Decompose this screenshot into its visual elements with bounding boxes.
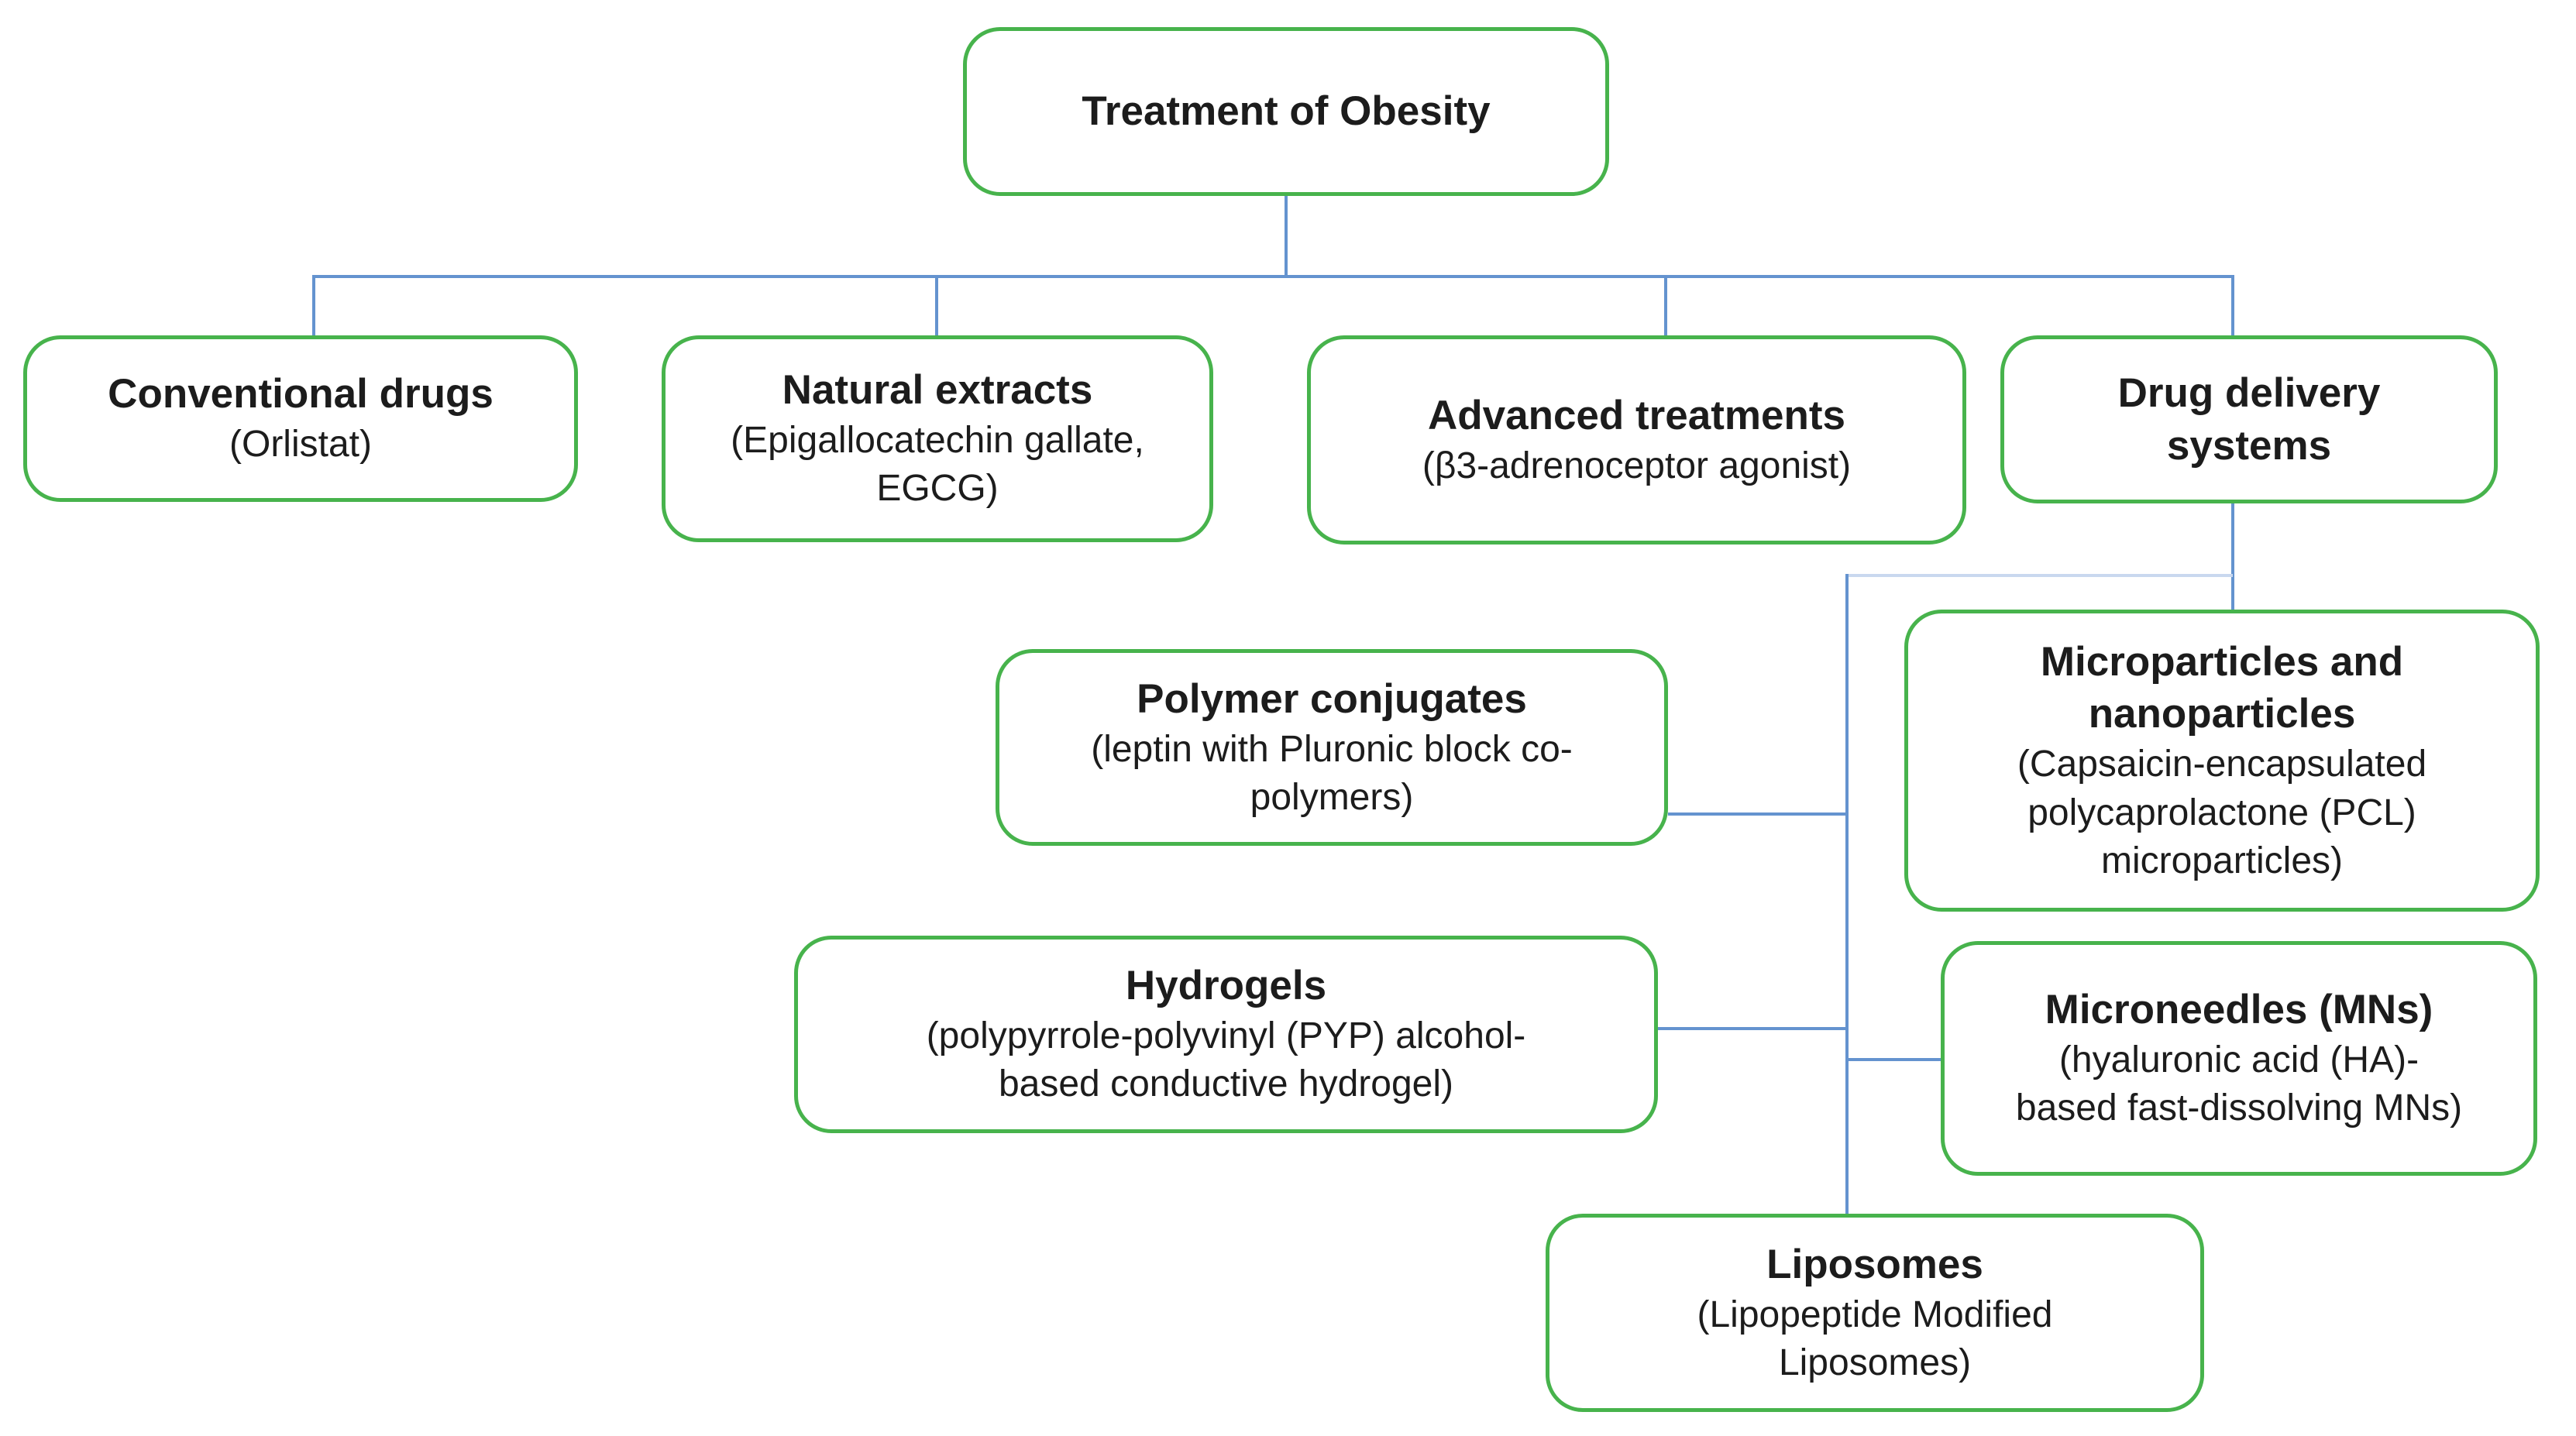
node-title: nanoparticles: [2088, 691, 2356, 737]
node-polymer-conjugates: Polymer conjugates (leptin with Pluronic…: [996, 649, 1668, 846]
node-natural-extracts: Natural extracts (Epigallocatechin galla…: [662, 335, 1213, 542]
node-hydrogels: Hydrogels (polypyrrole-polyvinyl (PYP) a…: [794, 936, 1658, 1133]
node-title: systems: [2166, 422, 2332, 469]
node-subtitle: (Lipopeptide Modified: [1697, 1293, 2053, 1335]
node-subtitle: (polypyrrole-polyvinyl (PYP) alcohol-: [926, 1015, 1526, 1057]
node-title: Hydrogels: [1125, 963, 1327, 1009]
node-subtitle: Liposomes): [1778, 1342, 1972, 1383]
node-subtitle: EGCG): [876, 468, 999, 510]
node-subtitle: polymers): [1250, 776, 1414, 818]
node-title: Liposomes: [1766, 1241, 1983, 1287]
node-subtitle: polycaprolactone (PCL): [2027, 792, 2416, 833]
node-microparticles-nanoparticles: Microparticles and nanoparticles (Capsai…: [1904, 610, 2540, 912]
node-advanced-treatments: Advanced treatments (β3-adrenoceptor ago…: [1307, 335, 1966, 545]
node-title: Advanced treatments: [1427, 392, 1845, 438]
node-liposomes: Liposomes (Lipopeptide Modified Liposome…: [1546, 1214, 2204, 1412]
node-treatment-of-obesity: Treatment of Obesity: [963, 27, 1609, 196]
node-subtitle: (Capsaicin-encapsulated: [2017, 744, 2427, 785]
node-title: Microneedles (MNs): [2045, 987, 2433, 1033]
node-subtitle: microparticles): [2100, 840, 2344, 882]
node-title: Drug delivery: [2117, 369, 2381, 416]
node-title: Polymer conjugates: [1137, 675, 1527, 722]
node-title: Microparticles and: [2040, 638, 2404, 685]
node-subtitle: based conductive hydrogel): [998, 1063, 1454, 1105]
node-drug-delivery-systems: Drug delivery systems: [2000, 335, 2498, 503]
node-subtitle: (β3-adrenoceptor agonist): [1422, 445, 1852, 486]
node-subtitle: (Epigallocatechin gallate,: [731, 420, 1144, 462]
node-title: Conventional drugs: [108, 371, 494, 417]
node-subtitle: (leptin with Pluronic block co-: [1091, 728, 1573, 770]
node-microneedles: Microneedles (MNs) (hyaluronic acid (HA)…: [1941, 941, 2537, 1176]
node-title: Treatment of Obesity: [1082, 88, 1491, 135]
node-subtitle: (hyaluronic acid (HA)-: [2058, 1039, 2420, 1081]
node-title: Natural extracts: [782, 367, 1093, 414]
node-subtitle: based fast-dissolving MNs): [2015, 1087, 2463, 1129]
node-conventional-drugs: Conventional drugs (Orlistat): [23, 335, 578, 502]
node-subtitle: (Orlistat): [229, 424, 372, 465]
